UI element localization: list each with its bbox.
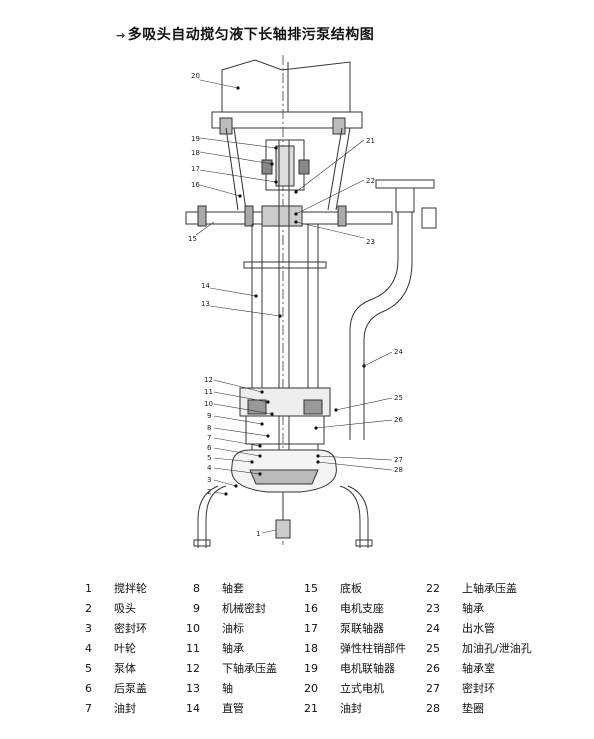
- callout-27: 27: [394, 456, 403, 464]
- callout-20: 20: [191, 72, 200, 80]
- callout-15: 15: [188, 235, 197, 243]
- callout-2: 2: [207, 488, 211, 496]
- callout-4: 4: [207, 464, 212, 472]
- callout-14: 14: [201, 282, 210, 290]
- callout-25: 25: [394, 394, 403, 402]
- callout-23: 23: [366, 238, 375, 246]
- callout-11: 11: [204, 388, 213, 396]
- callout-8: 8: [207, 424, 211, 432]
- callout-9: 9: [207, 412, 211, 420]
- callout-24: 24: [394, 348, 403, 356]
- callout-7: 7: [207, 434, 211, 442]
- pump-structure-drawing: 20 19 18 17 16 15 14 13 12 11 10 9 8 7 6…: [185, 55, 437, 548]
- callout-17: 17: [191, 165, 200, 173]
- callout-18: 18: [191, 149, 200, 157]
- callout-19: 19: [191, 135, 200, 143]
- callout-5: 5: [207, 454, 211, 462]
- callout-16: 16: [191, 181, 200, 189]
- callout-6: 6: [207, 444, 212, 452]
- callout-10: 10: [204, 400, 213, 408]
- callout-28: 28: [394, 466, 403, 474]
- title-bullet: →: [116, 29, 126, 42]
- callout-21: 21: [366, 137, 375, 145]
- callout-26: 26: [394, 416, 403, 424]
- callout-1: 1: [256, 530, 260, 538]
- callout-22: 22: [366, 177, 375, 185]
- title-text: 多吸头自动搅匀液下长轴排污泵结构图: [127, 27, 375, 43]
- callout-13: 13: [201, 300, 210, 308]
- callout-3: 3: [207, 476, 211, 484]
- page-title: →多吸头自动搅匀液下长轴排污泵结构图: [116, 24, 374, 44]
- callout-12: 12: [204, 376, 213, 384]
